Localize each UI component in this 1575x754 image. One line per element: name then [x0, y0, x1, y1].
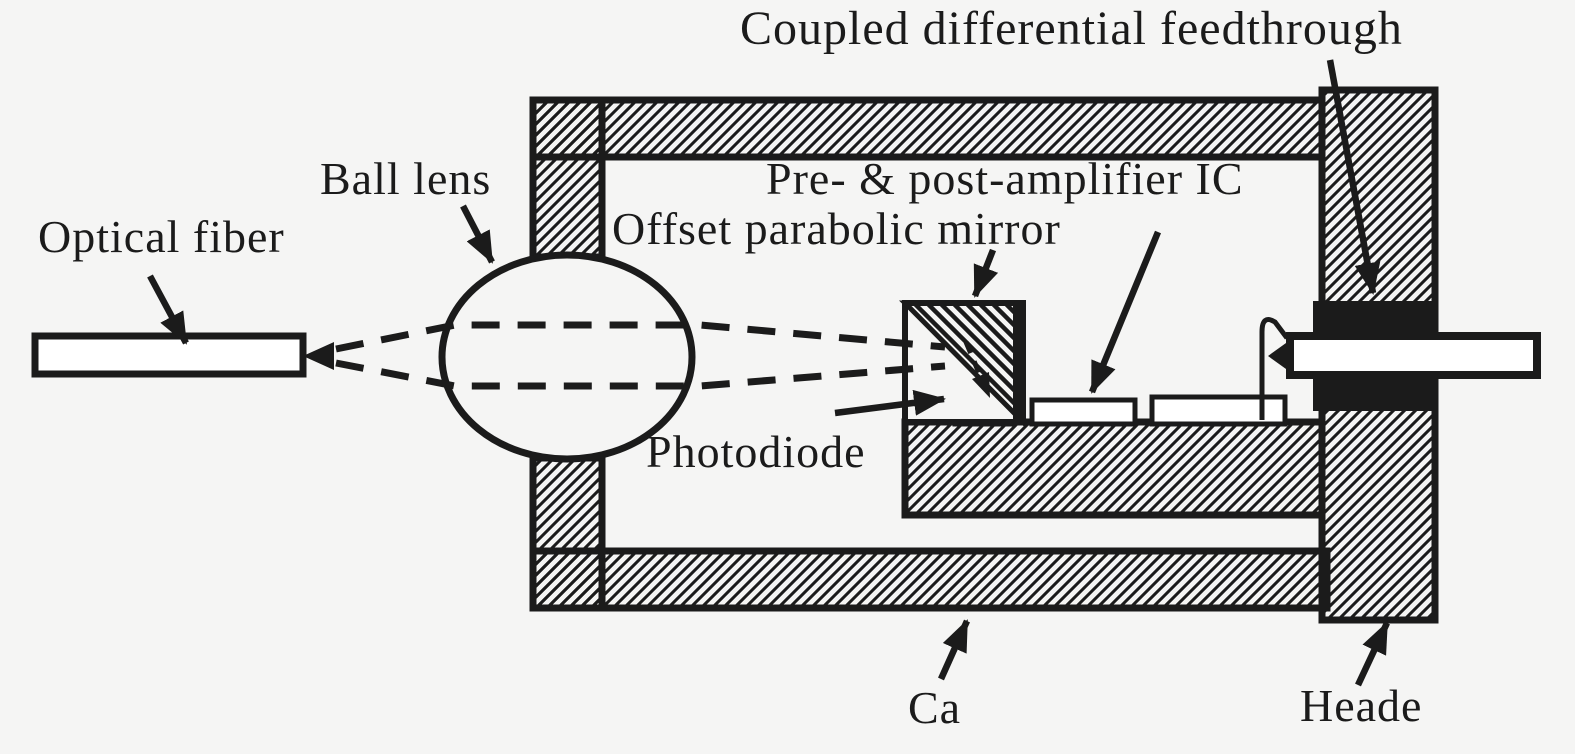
beam-ray-lower — [335, 359, 946, 390]
beam-ray-upper — [335, 321, 946, 353]
coupled-feedthrough-arrow — [1326, 59, 1381, 295]
feedthrough-pin — [1268, 332, 1541, 379]
ball-lens-arrow — [460, 204, 495, 264]
label-header: Heade — [1300, 680, 1423, 731]
beam-focus-arrowhead — [303, 342, 334, 370]
beam-reflected-arrowhead — [972, 372, 990, 398]
pin-body — [1286, 332, 1541, 379]
label-coupled-differential-feedthrough: Coupled differential feedthrough — [740, 2, 1403, 55]
pin-left-tip — [1268, 338, 1293, 374]
label-ball-lens: Ball lens — [320, 153, 492, 204]
amplifier-ic-chip — [1029, 397, 1138, 427]
ball-lens-shape — [438, 251, 696, 463]
bond-wire — [1259, 317, 1289, 420]
case-left-wall-upper — [529, 96, 606, 261]
case-top-wall — [529, 96, 1326, 161]
optical-fiber-arrow — [147, 274, 189, 345]
photodiode-arrow — [834, 389, 946, 417]
submount-block — [901, 418, 1326, 519]
case-arrow — [938, 619, 970, 681]
beam-rays — [335, 321, 946, 390]
label-photodiode: Photodiode — [646, 426, 866, 477]
header-arrow — [1355, 621, 1390, 687]
case-bottom-wall — [529, 547, 1331, 612]
beam-reflected-dash — [963, 341, 987, 386]
interconnect-pad-chip — [1149, 394, 1288, 427]
label-case: Ca — [908, 682, 962, 733]
label-pre-post-amplifier-ic: Pre- & post-amplifier IC — [766, 153, 1244, 204]
amplifier-ic-arrow — [1088, 230, 1162, 394]
parabolic-mirror-arrow — [971, 248, 999, 298]
optical-fiber-shape — [31, 332, 307, 378]
label-optical-fiber: Optical fiber — [38, 211, 285, 262]
label-offset-parabolic-mirror: Offset parabolic mirror — [612, 203, 1061, 254]
label-arrows — [147, 59, 1390, 687]
